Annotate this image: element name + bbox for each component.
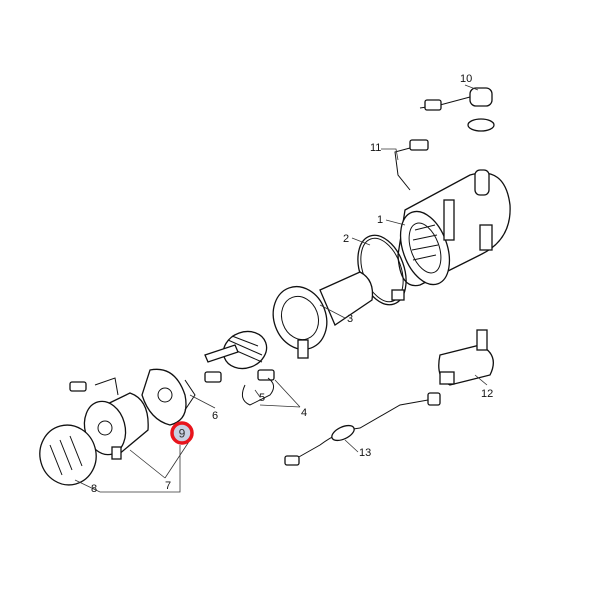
- callout-8[interactable]: 8: [91, 483, 97, 495]
- part-3-combustion-chamber[interactable]: [265, 271, 374, 359]
- part-13-fuel-line[interactable]: [284, 392, 441, 466]
- callout-3[interactable]: 3: [347, 313, 353, 325]
- highlight-ring: [170, 421, 194, 445]
- callout-2[interactable]: 2: [343, 233, 349, 245]
- part-6-gasket[interactable]: [141, 368, 196, 426]
- part-10-sensor[interactable]: [419, 87, 495, 132]
- callout-4[interactable]: 4: [301, 407, 307, 419]
- part-11-sensor[interactable]: [394, 139, 429, 191]
- part-1-heater-body[interactable]: [391, 169, 511, 291]
- part-8-end-cover[interactable]: [33, 419, 103, 491]
- callout-7[interactable]: 7: [165, 480, 171, 492]
- callout-6[interactable]: 6: [212, 410, 218, 422]
- part-4-burner-insert[interactable]: [204, 326, 275, 406]
- leader-lines: [74, 84, 488, 493]
- callout-12[interactable]: 12: [481, 388, 493, 400]
- callout-10[interactable]: 10: [460, 73, 472, 85]
- callout-13[interactable]: 13: [359, 447, 371, 459]
- callout-9[interactable]: 9: [179, 427, 186, 441]
- part-12-water-pump[interactable]: [438, 329, 494, 386]
- callout-11[interactable]: 11: [370, 142, 381, 154]
- callout-1[interactable]: 1: [377, 214, 383, 226]
- callout-5[interactable]: 5: [259, 392, 265, 404]
- highlighted-callout-9[interactable]: 9: [170, 421, 194, 445]
